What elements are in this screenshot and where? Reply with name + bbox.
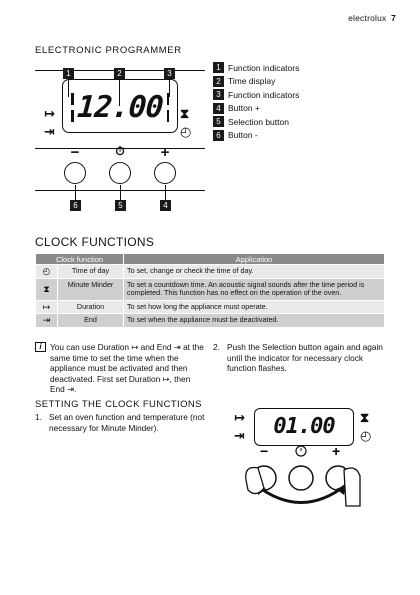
plus-button[interactable] xyxy=(154,162,176,184)
callout-3: 3 xyxy=(164,68,175,79)
callout-5: 5 xyxy=(115,200,126,211)
indicator-segment xyxy=(71,110,74,122)
clock-functions-title: CLOCK FUNCTIONS xyxy=(35,235,155,249)
selection-symbol: ⏱ xyxy=(115,144,125,158)
callout-line-3 xyxy=(169,79,170,97)
table-row: ⇥ End To set when the appliance must be … xyxy=(35,313,385,328)
legend-label: Function indicators xyxy=(228,89,300,100)
programmer-title: ELECTRONIC PROGRAMMER xyxy=(35,45,182,56)
legend-label: Button - xyxy=(228,130,258,140)
indicator-segment xyxy=(166,110,169,122)
legend-num: 2 xyxy=(213,75,224,87)
callout-2: 2 xyxy=(114,68,125,79)
example-display-digits: 01.00 xyxy=(273,414,335,439)
legend-item: 1 Function indicators xyxy=(213,61,299,74)
clock-icon: ◴ xyxy=(180,124,192,139)
legend-label: Button + xyxy=(228,103,260,113)
note-text: You can use Duration ↦ and End ⇥ at the … xyxy=(50,342,204,394)
callout-line-5 xyxy=(120,185,121,200)
minus-symbol: − xyxy=(70,144,80,161)
function-name: Minute Minder xyxy=(57,277,124,301)
callout-line-4 xyxy=(165,185,166,200)
example-display: 01.00 xyxy=(254,408,354,446)
page-header: electrolux 7 xyxy=(348,13,396,23)
finger-right-icon xyxy=(343,467,361,507)
table-row: ◴ Time of day To set, change or check th… xyxy=(35,264,385,279)
legend-num: 5 xyxy=(213,116,224,127)
function-name: Time of day xyxy=(57,264,124,279)
function-application: To set how long the appliance must opera… xyxy=(123,299,385,314)
arrow-curve xyxy=(255,483,347,504)
clock-icon: ◴ xyxy=(35,264,58,279)
legend-item: 4 Button + xyxy=(213,102,299,115)
callout-line-6 xyxy=(75,185,76,200)
callout-1: 1 xyxy=(63,68,74,79)
legend-item: 6 Button - xyxy=(213,129,299,142)
legend-num: 3 xyxy=(213,89,224,100)
legend-label: Function indicators xyxy=(228,62,300,73)
hourglass-icon: ⧗ xyxy=(35,277,58,301)
indicator-segment xyxy=(71,93,74,105)
callout-line-1 xyxy=(68,79,69,97)
end-icon: ⇥ xyxy=(35,313,58,328)
function-name: End xyxy=(57,313,124,328)
duration-icon: ↦ xyxy=(44,106,55,121)
function-name: Duration xyxy=(57,299,124,314)
table-row: ↦ Duration To set how long the appliance… xyxy=(35,299,385,314)
display-digits: 12.00 xyxy=(76,90,164,125)
step-2: 2. Push the Selection button again and a… xyxy=(213,342,383,374)
step-1: 1. Set an oven function and temperature … xyxy=(35,412,210,433)
callout-line-2 xyxy=(119,79,120,106)
table-header-application: Application xyxy=(123,253,385,265)
step-number: 1. xyxy=(35,412,42,422)
table-header-function: Clock function xyxy=(35,253,124,265)
panel-mid-line xyxy=(35,148,205,149)
indicator-segment xyxy=(166,93,169,105)
function-application: To set a countdown time. An acoustic sig… xyxy=(123,277,385,301)
function-application: To set when the appliance must be deacti… xyxy=(123,313,385,328)
page-number: 7 xyxy=(391,13,396,23)
callout-6: 6 xyxy=(70,200,81,211)
step-text: Set an oven function and temperature (no… xyxy=(49,412,205,433)
legend-label: Selection button xyxy=(228,116,289,127)
brand-name: electrolux xyxy=(348,13,387,23)
legend-item: 5 Selection button xyxy=(213,115,299,128)
callout-4: 4 xyxy=(160,200,171,211)
finger-left-icon xyxy=(245,466,265,495)
table-row: ⧗ Minute Minder To set a countdown time.… xyxy=(35,277,385,301)
info-note: i You can use Duration ↦ and End ⇥ at th… xyxy=(35,342,205,395)
legend-num: 4 xyxy=(213,102,224,114)
duration-icon: ↦ xyxy=(35,299,58,314)
time-display: 12.00 xyxy=(62,79,178,133)
info-icon: i xyxy=(35,342,46,352)
step-text: Push the Selection button again and agai… xyxy=(227,342,383,373)
selection-symbol-icon xyxy=(295,445,307,457)
plus-symbol: + xyxy=(332,443,340,459)
plus-symbol: + xyxy=(160,144,170,161)
legend-num: 1 xyxy=(213,62,224,73)
legend-item: 2 Time display xyxy=(213,75,299,88)
selection-button[interactable] xyxy=(109,162,131,184)
end-icon: ⇥ xyxy=(44,124,55,139)
legend-label: Time display xyxy=(228,76,276,86)
clock-functions-table: Clock function Application ◴ Time of day… xyxy=(35,253,385,328)
end-icon: ⇥ xyxy=(234,428,245,443)
arrow-head-icon xyxy=(336,485,346,495)
minus-button[interactable] xyxy=(64,162,86,184)
duration-icon: ↦ xyxy=(234,410,245,425)
step-number: 2. xyxy=(213,342,220,352)
function-application: To set, change or check the time of day. xyxy=(123,264,385,279)
clock-icon: ◴ xyxy=(360,428,372,443)
legend-num: 6 xyxy=(213,129,224,141)
legend-item: 3 Function indicators xyxy=(213,88,299,101)
setting-title: SETTING THE CLOCK FUNCTIONS xyxy=(35,399,202,410)
minus-symbol: − xyxy=(260,443,268,459)
selection-button[interactable] xyxy=(288,465,314,491)
button-press-illustration: − + xyxy=(245,443,361,507)
hourglass-icon: ⧗ xyxy=(180,106,190,121)
hourglass-icon: ⧗ xyxy=(360,410,370,425)
